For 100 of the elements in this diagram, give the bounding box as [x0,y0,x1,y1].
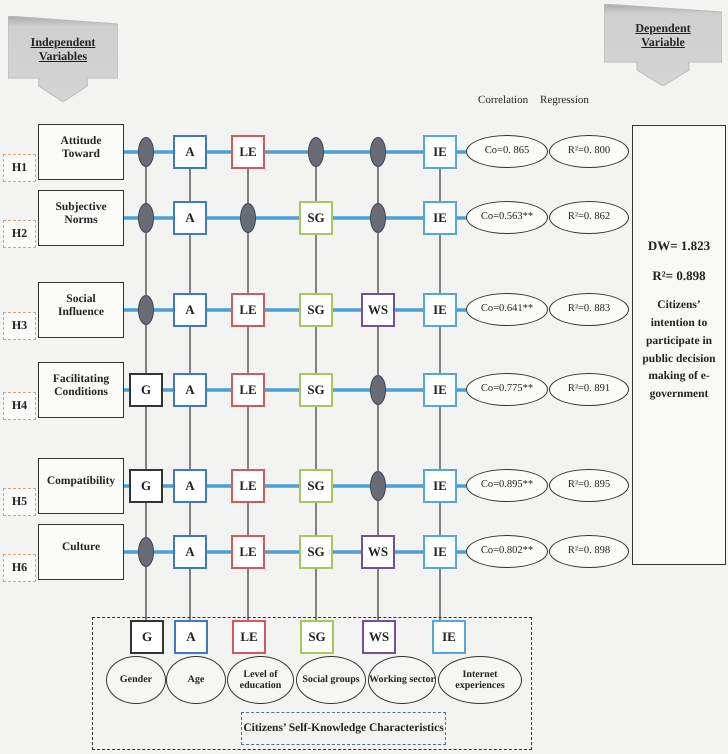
hypothesis-label: H3 [12,319,28,333]
link-line [315,407,317,469]
moderator-box [231,293,265,327]
moderator-code: SG [307,302,325,318]
link-line [189,327,191,373]
connector-line [124,150,138,154]
variable-name: Subjective Norms [54,200,108,228]
group-caption-box [241,712,446,745]
statistic-value: R²=0. 800 [568,145,610,158]
connector-line [395,308,423,312]
link-line [189,169,191,201]
moderator-box [232,620,266,654]
moderator-box [423,469,457,503]
moderator-code: SG [307,210,325,226]
statistic-value: Co=0.802** [480,545,534,558]
characteristic-name: Level of education [238,668,282,692]
moderator-box [362,620,396,654]
hypothesis-label: H1 [12,161,28,175]
connector-line [124,388,129,392]
link-line [315,569,317,620]
moderator-box [173,373,207,407]
moderator-box [300,620,334,654]
connector-line [457,388,466,392]
link-line [247,503,249,535]
hypothesis-tag [3,488,36,516]
connector-line [124,216,138,220]
outcome-text: R²= 0.898 [652,268,706,284]
connector-line [265,484,299,488]
column-heading: Correlation [478,94,528,106]
moderator-dot [370,137,386,167]
characteristic-name: Age [188,674,204,686]
moderator-code: G [140,382,152,398]
connector-line [457,484,466,488]
connector-line [265,388,299,392]
connector-line [154,550,173,554]
moderator-box [423,293,457,327]
connector-line [386,216,423,220]
connector-line [207,308,231,312]
moderator-box [423,201,457,235]
statistic-value: Co=0.563** [480,211,534,224]
hypothesis-tag [3,312,36,340]
moderator-box [299,373,333,407]
connector-line [333,216,370,220]
variable-box [38,362,124,418]
moderator-box [174,620,208,654]
moderator-dot [138,203,154,233]
variable-box [38,190,124,246]
connector-line [324,150,370,154]
header-banner [604,4,722,86]
variable-box [38,524,124,580]
statistic-value: R²=0. 895 [568,479,610,492]
moderator-code: IE [433,382,447,398]
variable-name: Facilitating Conditions [52,372,110,400]
moderator-dot [138,137,154,167]
variable-name: Social Influence [57,292,105,320]
link-line [145,167,147,203]
moderator-box [432,620,466,654]
moderator-box [173,201,207,235]
moderator-code: G [140,478,152,494]
connector-line [265,308,299,312]
link-line [315,327,317,373]
moderator-box [299,469,333,503]
statistic-ellipse [549,201,629,234]
connector-line [457,308,466,312]
link-line [439,169,441,201]
connector-line [333,308,361,312]
header-text: Independent Variables [30,36,96,64]
link-line [377,405,379,471]
moderator-box [129,469,163,503]
moderator-dot [138,295,154,325]
connector-line [124,308,138,312]
moderator-code: IE [433,302,447,318]
link-line [439,327,441,373]
statistic-ellipse [549,373,629,406]
hypothesis-label: H6 [12,561,28,575]
variable-name: Compatibility [46,475,116,489]
characteristic-name: Social groups [302,674,360,686]
connector-line [265,550,299,554]
moderator-box [173,135,207,169]
variable-box [38,124,124,180]
connector-line [207,150,231,154]
link-line [377,569,379,620]
statistic-value: R²=0. 898 [568,545,610,558]
variable-name: Culture [62,541,100,555]
link-line [189,235,191,293]
link-line [189,407,191,469]
moderator-box [361,293,395,327]
moderator-code: SG [308,630,326,644]
moderator-box [299,535,333,569]
outcome-text: DW= 1.823 [648,238,710,254]
connector-line [163,484,173,488]
link-line [439,503,441,535]
variable-box [38,458,124,514]
moderator-code: A [185,544,195,560]
moderator-code: LE [239,144,257,160]
connector-line [207,216,240,220]
connector-line [154,308,173,312]
connector-line [154,216,173,220]
statistic-value: R²=0. 891 [568,383,610,396]
characteristic-name: Working sector [369,674,435,686]
